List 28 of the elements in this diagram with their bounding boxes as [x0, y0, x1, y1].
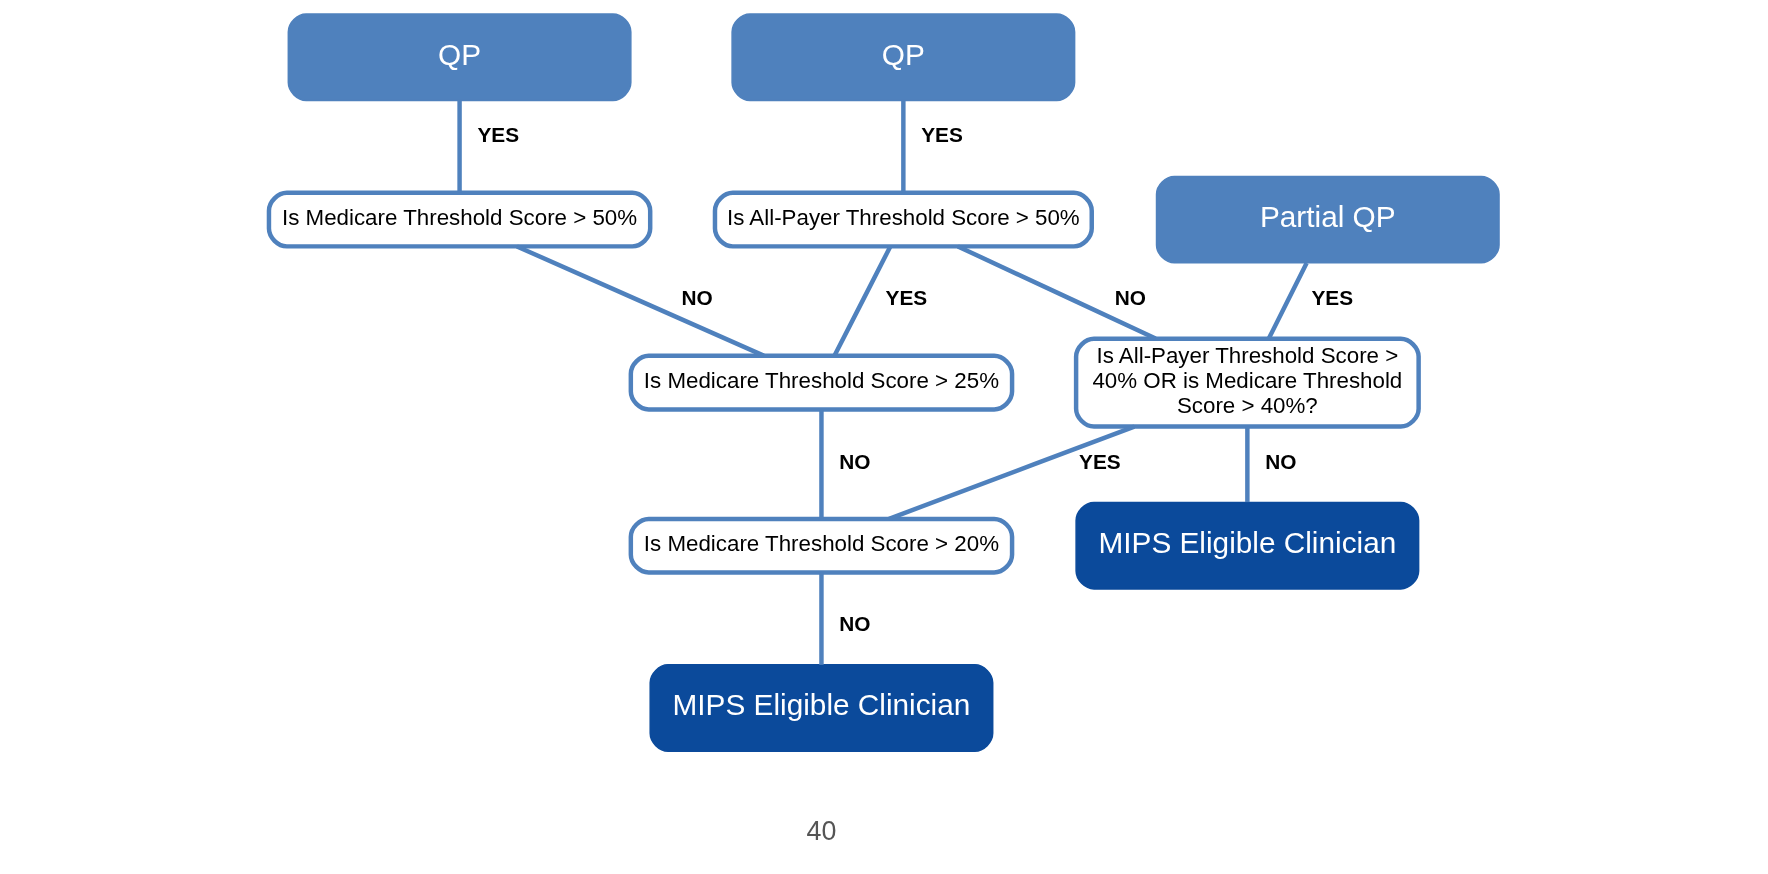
- edge-label: YES: [885, 285, 928, 309]
- node-box: QP: [287, 13, 632, 102]
- connector: [819, 409, 824, 519]
- edge-label: NO: [681, 285, 713, 309]
- connector: [832, 245, 893, 357]
- connector: [1266, 262, 1309, 340]
- node-box: QP: [731, 13, 1076, 102]
- edge-label: YES: [1311, 285, 1354, 309]
- node-box: Partial QP: [1155, 175, 1500, 264]
- node-box: Is All-Payer Threshold Score > 50%: [712, 190, 1094, 249]
- node-box: Is Medicare Threshold Score > 25%: [628, 353, 1015, 412]
- edge-label: NO: [1114, 285, 1147, 309]
- node-box: MIPS Eligible Clinician: [1075, 501, 1420, 590]
- connector: [819, 572, 824, 665]
- edge-label: NO: [839, 611, 871, 635]
- node-box: MIPS Eligible Clinician: [649, 664, 994, 752]
- node-box: Is Medicare Threshold Score > 50%: [266, 190, 653, 249]
- connector: [457, 100, 462, 193]
- connector: [1245, 426, 1250, 503]
- node-box: Is All-Payer Threshold Score > 40% OR is Medicare Threshold Score > 40%?: [1073, 336, 1421, 429]
- edge-label: YES: [921, 123, 963, 147]
- edge-label: YES: [1079, 449, 1121, 473]
- node-box: Is Medicare Threshold Score > 20%: [628, 516, 1015, 575]
- label: 40: [806, 815, 837, 846]
- edge-label: NO: [839, 449, 871, 473]
- edge-label: YES: [477, 123, 520, 147]
- connector: [901, 100, 906, 193]
- edge-label: NO: [1265, 449, 1297, 473]
